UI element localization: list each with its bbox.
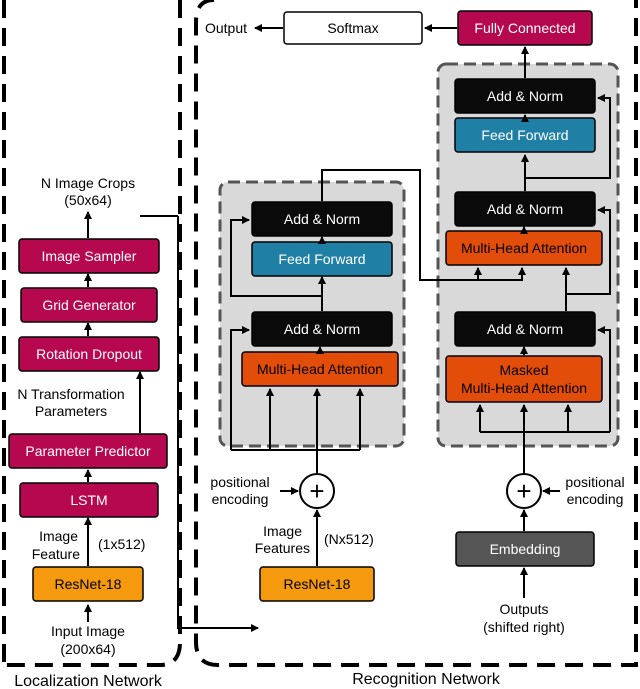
image-features-label-1: Image	[263, 523, 302, 539]
input-image-label: Input Image	[51, 623, 125, 639]
grid-generator-block[interactable]: Grid Generator	[20, 287, 158, 323]
embedding-label: Embedding	[490, 541, 561, 557]
lstm-block[interactable]: LSTM	[19, 482, 159, 518]
dec-feed-forward-label: Feed Forward	[481, 127, 568, 143]
dec-feed-forward-block[interactable]: Feed Forward	[454, 117, 596, 153]
image-features-label-2: Features	[255, 540, 310, 556]
dec-add-norm-2-label: Add & Norm	[487, 201, 563, 217]
loc-resnet-label: ResNet-18	[55, 576, 122, 592]
feature-size-label: (1x512)	[98, 536, 145, 552]
dec-mha-label: Multi-Head Attention	[461, 240, 587, 256]
masked-mha-block[interactable]: Masked Multi-Head Attention	[445, 355, 603, 403]
grid-generator-label: Grid Generator	[42, 297, 136, 313]
enc-add-norm-1-label: Add & Norm	[284, 321, 360, 337]
rotation-dropout-block[interactable]: Rotation Dropout	[18, 336, 160, 372]
outputs-label-2: (shifted right)	[483, 619, 565, 635]
dec-positional-label-2: encoding	[567, 491, 624, 507]
outputs-label-1: Outputs	[499, 601, 548, 617]
fully-connected-block[interactable]: Fully Connected	[457, 10, 593, 46]
features-size-label: (Nx512)	[324, 531, 374, 547]
enc-add-norm-1-block[interactable]: Add & Norm	[251, 311, 393, 347]
image-feature-label-1: Image	[39, 528, 78, 544]
dec-mha-block[interactable]: Multi-Head Attention	[445, 230, 603, 266]
svg-text:+: +	[309, 476, 324, 506]
image-crops-label-1: N Image Crops	[41, 175, 135, 191]
enc-plus-node: +	[299, 473, 335, 509]
localization-network-boundary	[2, 0, 182, 667]
enc-mha-block[interactable]: Multi-Head Attention	[241, 351, 399, 387]
dec-add-norm-3-label: Add & Norm	[487, 88, 563, 104]
enc-resnet-block[interactable]: ResNet-18	[259, 566, 375, 602]
dec-add-norm-1-block[interactable]: Add & Norm	[454, 311, 596, 347]
parameter-predictor-label: Parameter Predictor	[25, 443, 151, 459]
rotation-dropout-label: Rotation Dropout	[36, 346, 142, 362]
recognition-network-boundary	[194, 0, 638, 667]
enc-feed-forward-label: Feed Forward	[278, 251, 365, 267]
fully-connected-label: Fully Connected	[474, 20, 575, 36]
embedding-block[interactable]: Embedding	[455, 531, 595, 567]
parameter-predictor-block[interactable]: Parameter Predictor	[8, 433, 168, 469]
lstm-label: LSTM	[70, 492, 107, 508]
image-sampler-label: Image Sampler	[42, 248, 137, 264]
dec-positional-label-1: positional	[565, 474, 624, 490]
enc-positional-label-2: encoding	[212, 491, 269, 507]
dec-add-norm-2-block[interactable]: Add & Norm	[454, 191, 596, 227]
output-label: Output	[205, 20, 247, 36]
enc-feed-forward-block[interactable]: Feed Forward	[251, 241, 393, 277]
image-feature-label-2: Feature	[32, 546, 80, 562]
enc-add-norm-2-label: Add & Norm	[284, 211, 360, 227]
recognition-network-title: Recognition Network	[352, 671, 501, 688]
dec-add-norm-1-label: Add & Norm	[487, 321, 563, 337]
input-size-label: (200x64)	[60, 641, 115, 657]
n-transform-label-2: Parameters	[35, 403, 107, 419]
dec-add-norm-3-block[interactable]: Add & Norm	[454, 78, 596, 114]
softmax-block[interactable]: Softmax	[283, 11, 423, 45]
loc-resnet-block[interactable]: ResNet-18	[32, 566, 144, 602]
localization-network-title: Localization Network	[14, 673, 163, 689]
enc-positional-label-1: positional	[210, 474, 269, 490]
masked-mha-label-2: Multi-Head Attention	[461, 380, 587, 396]
softmax-label: Softmax	[327, 20, 378, 36]
dec-plus-node: +	[506, 473, 542, 509]
image-crops-label-2: (50x64)	[64, 192, 111, 208]
svg-text:+: +	[516, 476, 531, 506]
enc-add-norm-2-block[interactable]: Add & Norm	[251, 201, 393, 237]
masked-mha-label-1: Masked	[499, 362, 548, 378]
enc-resnet-label: ResNet-18	[284, 576, 351, 592]
n-transform-label-1: N Transformation	[17, 386, 124, 402]
enc-mha-label: Multi-Head Attention	[257, 361, 383, 377]
image-sampler-block[interactable]: Image Sampler	[18, 238, 160, 274]
